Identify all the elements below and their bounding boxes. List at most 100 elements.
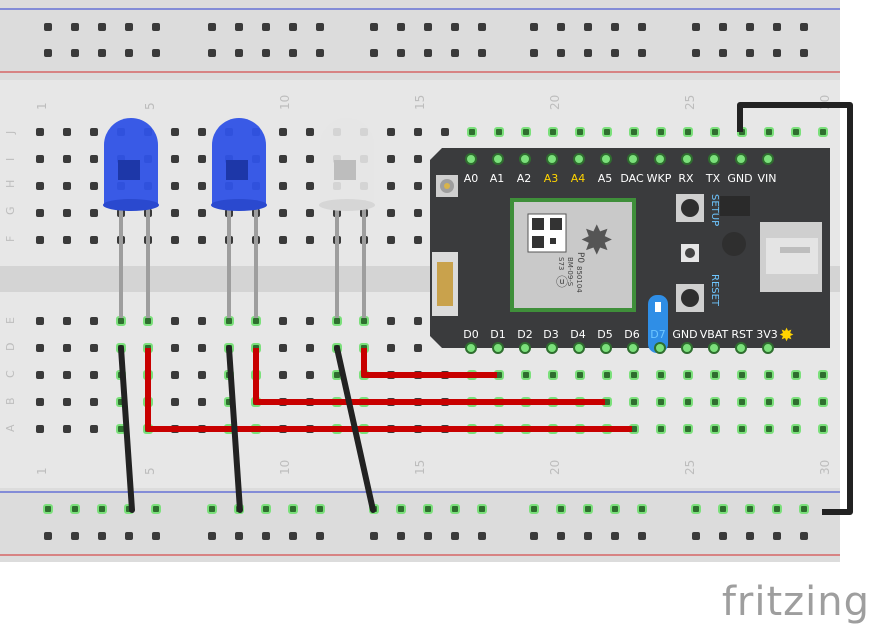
rail-hole[interactable]: [397, 49, 405, 57]
breadboard-hole[interactable]: [171, 209, 179, 217]
breadboard-hole[interactable]: [387, 182, 395, 190]
breadboard-hole[interactable]: [36, 209, 44, 217]
breadboard-hole[interactable]: [171, 236, 179, 244]
rail-hole[interactable]: [557, 23, 565, 31]
breadboard-hole[interactable]: [90, 236, 98, 244]
wire-black-gnd-rail[interactable]: [737, 102, 853, 515]
led-2[interactable]: [211, 118, 267, 318]
rail-hole[interactable]: [556, 504, 566, 514]
led-1[interactable]: [103, 118, 159, 318]
rail-hole[interactable]: [478, 532, 486, 540]
breadboard-hole[interactable]: [575, 127, 585, 137]
rail-hole[interactable]: [773, 23, 781, 31]
breadboard-hole[interactable]: [90, 398, 98, 406]
rail-hole[interactable]: [773, 49, 781, 57]
breadboard-hole[interactable]: [414, 209, 422, 217]
board-pin-bottom[interactable]: [627, 342, 639, 354]
board-pin-bottom[interactable]: [519, 342, 531, 354]
rail-hole[interactable]: [773, 532, 781, 540]
breadboard-hole[interactable]: [90, 371, 98, 379]
breadboard-hole[interactable]: [575, 370, 585, 380]
breadboard-hole[interactable]: [791, 397, 801, 407]
setup-button[interactable]: [681, 199, 699, 217]
breadboard-hole[interactable]: [36, 398, 44, 406]
board-pin-top[interactable]: [546, 153, 558, 165]
board-pin-bottom[interactable]: [465, 342, 477, 354]
rail-hole[interactable]: [261, 504, 271, 514]
breadboard-hole[interactable]: [306, 317, 314, 325]
rail-hole[interactable]: [800, 23, 808, 31]
rail-hole[interactable]: [611, 532, 619, 540]
breadboard-hole[interactable]: [683, 127, 693, 137]
rail-hole[interactable]: [423, 504, 433, 514]
rail-hole[interactable]: [529, 504, 539, 514]
breadboard-hole[interactable]: [332, 316, 342, 326]
rail-hole[interactable]: [424, 23, 432, 31]
breadboard-hole[interactable]: [198, 182, 206, 190]
board-pin-bottom[interactable]: [735, 342, 747, 354]
rail-hole[interactable]: [584, 23, 592, 31]
breadboard-hole[interactable]: [279, 317, 287, 325]
breadboard-hole[interactable]: [306, 155, 314, 163]
breadboard-hole[interactable]: [279, 236, 287, 244]
rail-hole[interactable]: [746, 49, 754, 57]
breadboard-hole[interactable]: [683, 424, 693, 434]
breadboard-hole[interactable]: [63, 155, 71, 163]
breadboard-hole[interactable]: [414, 155, 422, 163]
breadboard-hole[interactable]: [306, 236, 314, 244]
rail-hole[interactable]: [719, 532, 727, 540]
rail-hole[interactable]: [152, 532, 160, 540]
breadboard-hole[interactable]: [414, 236, 422, 244]
board-pin-top[interactable]: [465, 153, 477, 165]
rail-hole[interactable]: [478, 49, 486, 57]
rail-hole[interactable]: [235, 532, 243, 540]
breadboard-hole[interactable]: [198, 128, 206, 136]
rail-hole[interactable]: [151, 504, 161, 514]
rail-hole[interactable]: [125, 49, 133, 57]
rail-hole[interactable]: [557, 532, 565, 540]
rail-hole[interactable]: [71, 49, 79, 57]
rail-hole[interactable]: [235, 49, 243, 57]
breadboard-hole[interactable]: [36, 182, 44, 190]
rail-hole[interactable]: [152, 23, 160, 31]
breadboard-hole[interactable]: [764, 397, 774, 407]
rail-hole[interactable]: [451, 23, 459, 31]
board-pin-top[interactable]: [627, 153, 639, 165]
breadboard-hole[interactable]: [818, 424, 828, 434]
board-pin-top[interactable]: [519, 153, 531, 165]
breadboard-hole[interactable]: [279, 344, 287, 352]
rail-hole[interactable]: [638, 23, 646, 31]
rail-hole[interactable]: [583, 504, 593, 514]
rail-hole[interactable]: [71, 23, 79, 31]
breadboard-hole[interactable]: [710, 397, 720, 407]
rail-hole[interactable]: [152, 49, 160, 57]
rail-hole[interactable]: [208, 532, 216, 540]
breadboard-hole[interactable]: [791, 424, 801, 434]
breadboard-hole[interactable]: [90, 155, 98, 163]
wire-red-led1-d6[interactable]: [145, 348, 632, 432]
breadboard-hole[interactable]: [63, 317, 71, 325]
rail-hole[interactable]: [691, 504, 701, 514]
breadboard-hole[interactable]: [36, 236, 44, 244]
breadboard-hole[interactable]: [387, 236, 395, 244]
board-pin-top[interactable]: [492, 153, 504, 165]
rail-hole[interactable]: [611, 49, 619, 57]
breadboard-hole[interactable]: [171, 344, 179, 352]
breadboard-hole[interactable]: [171, 371, 179, 379]
rail-hole[interactable]: [584, 532, 592, 540]
breadboard-hole[interactable]: [359, 316, 369, 326]
rail-hole[interactable]: [208, 49, 216, 57]
breadboard-hole[interactable]: [306, 209, 314, 217]
rail-hole[interactable]: [316, 49, 324, 57]
breadboard-hole[interactable]: [656, 397, 666, 407]
breadboard-hole[interactable]: [63, 236, 71, 244]
rail-hole[interactable]: [262, 532, 270, 540]
breadboard-hole[interactable]: [521, 370, 531, 380]
breadboard-hole[interactable]: [710, 127, 720, 137]
breadboard-hole[interactable]: [656, 127, 666, 137]
breadboard-hole[interactable]: [171, 128, 179, 136]
rail-hole[interactable]: [125, 23, 133, 31]
breadboard-hole[interactable]: [36, 371, 44, 379]
breadboard-hole[interactable]: [171, 155, 179, 163]
breadboard-hole[interactable]: [602, 127, 612, 137]
